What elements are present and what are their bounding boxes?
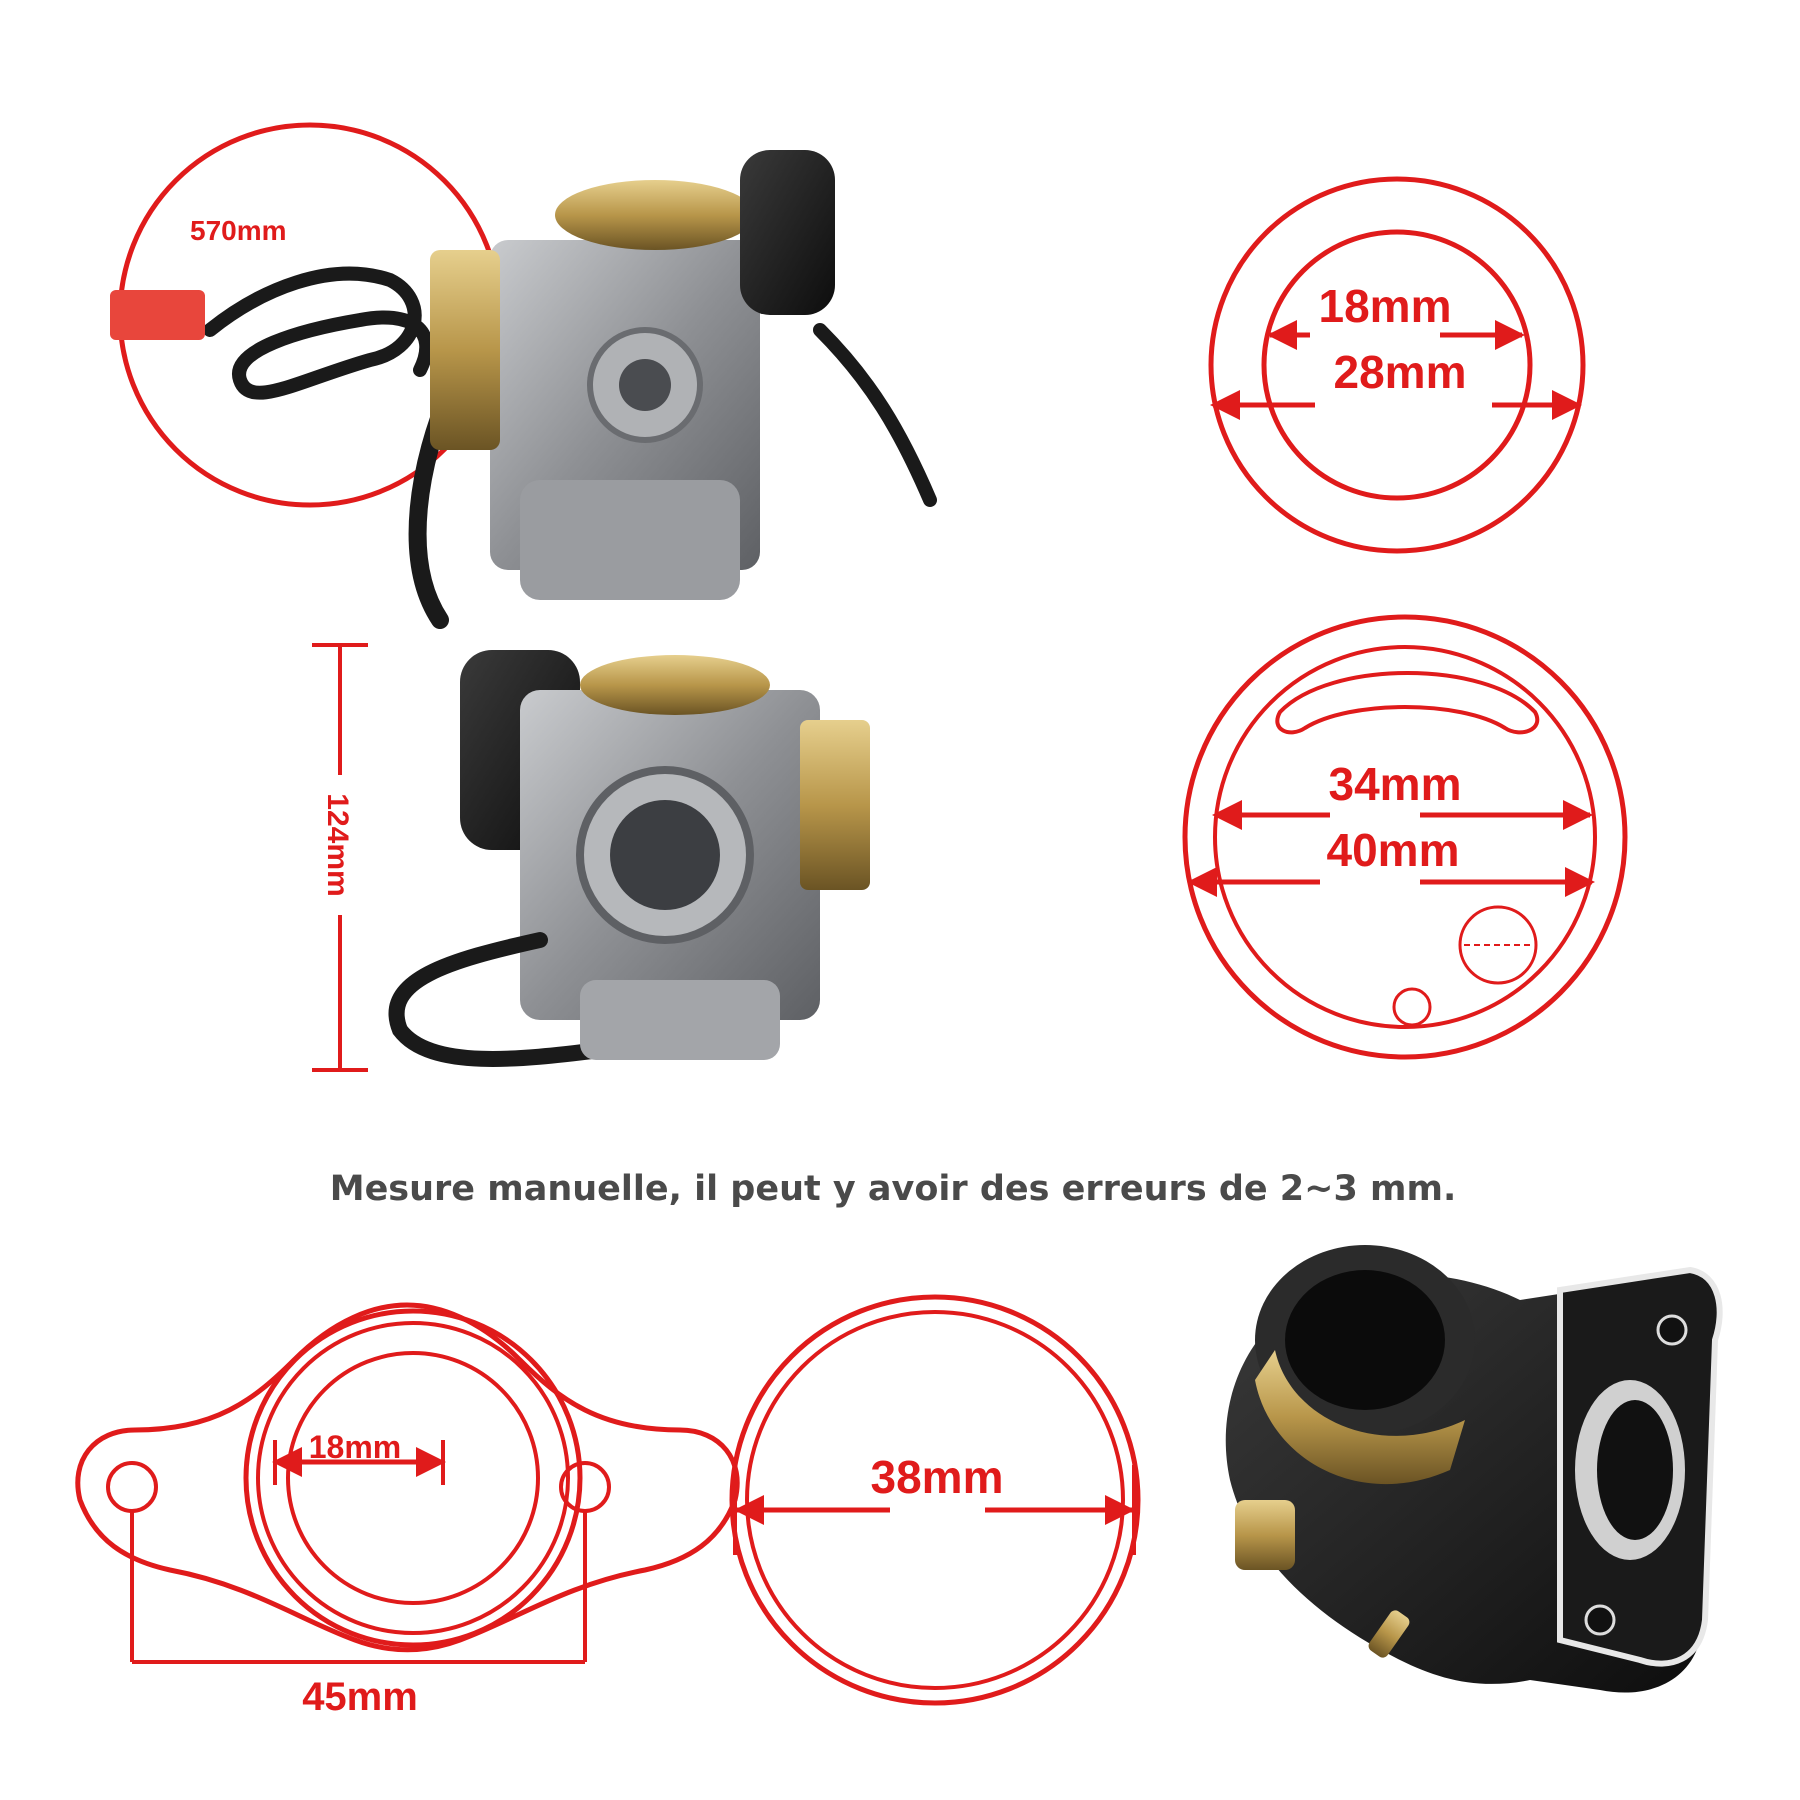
- choke-unit: [740, 150, 835, 315]
- flange-small-hole: [1458, 905, 1538, 985]
- flange-plate-outline: [75, 1302, 740, 1653]
- wire-length-label: 570mm: [190, 215, 287, 246]
- flange-outer-label: 40mm: [1327, 824, 1460, 876]
- float-bowl: [520, 480, 740, 600]
- intake-manifold-photo: [1225, 1245, 1723, 1693]
- height-label: 124mm: [321, 793, 354, 896]
- flange-plate-diagram: 18mm 45mm: [75, 1302, 740, 1719]
- manifold-outlet-hole: [1597, 1400, 1673, 1540]
- inner-diameter-label: 18mm: [1319, 280, 1452, 332]
- manifold-bolt-hole-bottom: [1584, 1604, 1616, 1636]
- manifold-bolt-hole-top: [1656, 1314, 1688, 1346]
- throttle-bracket: [800, 720, 870, 890]
- vacuum-nipple: [1368, 1610, 1410, 1658]
- carb-outlet-bore: [610, 800, 720, 910]
- flange-slot: [1275, 671, 1540, 735]
- float-bowl-front: [580, 980, 780, 1060]
- carburetor-side-view: 570mm: [110, 122, 937, 629]
- plate-bore-outer: [243, 1308, 583, 1648]
- flange-outer-circle: [1182, 614, 1628, 1060]
- plate-bore-inner: [286, 1351, 540, 1605]
- plate-bore-mid: [256, 1321, 570, 1635]
- outer-diameter-label: 28mm: [1334, 346, 1467, 398]
- carburetor-front-view: 124mm: [312, 643, 870, 1072]
- brass-clamp-band: [1255, 1350, 1465, 1485]
- connector-plug: [110, 290, 205, 340]
- flange-inner-circle: [1213, 645, 1597, 1029]
- plate-hole-left: [106, 1461, 158, 1513]
- lower-hose: [388, 932, 608, 1067]
- ring-inner-circle: [1261, 229, 1533, 501]
- spacing-label: 45mm: [302, 1675, 418, 1719]
- flange-pin-hole: [1392, 987, 1432, 1027]
- throttle-linkage: [430, 250, 500, 450]
- flange-inner-label: 34mm: [1329, 758, 1462, 810]
- measurement-note: Mesure manuelle, il peut y avoir des err…: [330, 1169, 1457, 1209]
- carb-top-cap: [555, 180, 755, 250]
- clamp-ring-outer: [729, 1294, 1141, 1706]
- height-label-gap: [320, 775, 360, 915]
- clamp-screw: [1235, 1500, 1295, 1570]
- manifold-mouth-inner: [1285, 1270, 1445, 1410]
- inlet-flange-diagram: 34mm 40mm: [1182, 614, 1628, 1060]
- clamp-ring-diagram: 38mm: [729, 1294, 1141, 1706]
- carb-top-cap-front: [580, 655, 770, 715]
- carb-inlet-bore: [619, 359, 671, 411]
- vent-hose: [813, 323, 937, 507]
- wire-coil: [203, 266, 434, 400]
- clamp-diameter-label: 38mm: [871, 1451, 1004, 1503]
- outlet-ring-diagram: 18mm 28mm: [1208, 176, 1586, 554]
- ring-outer-circle: [1208, 176, 1586, 554]
- plate-bore-label: 18mm: [309, 1429, 402, 1465]
